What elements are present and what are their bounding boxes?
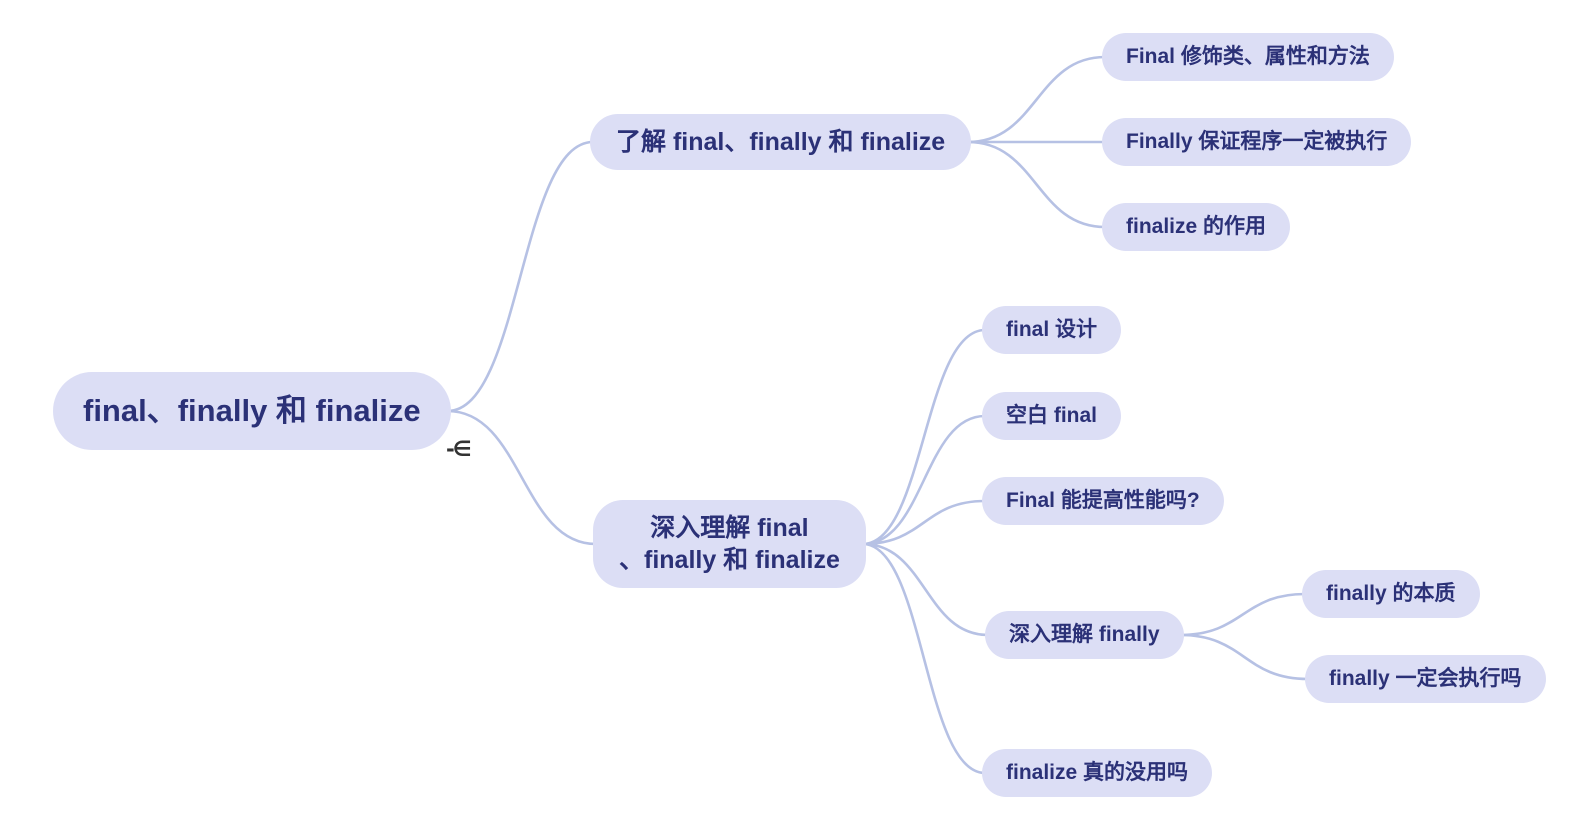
connector: [861, 328, 987, 546]
connector: [966, 140, 1107, 229]
node-finally-essence[interactable]: finally 的本质: [1302, 570, 1480, 618]
node-finalize-really-useless-question[interactable]: finalize 真的没用吗: [982, 749, 1213, 797]
node-branch-deep-understanding[interactable]: 深入理解 final 、finally 和 finalize: [593, 500, 866, 588]
node-label-line: 、finally 和 finalize: [619, 546, 840, 574]
node-final-modifies-class-field-method[interactable]: Final 修饰类、属性和方法: [1102, 33, 1394, 81]
connector: [861, 414, 987, 546]
connector: [446, 140, 595, 413]
connector: [446, 409, 598, 546]
node-root-final-finally-finalize[interactable]: final、finally 和 finalize: [53, 372, 451, 450]
node-finally-always-execute-question[interactable]: finally 一定会执行吗: [1305, 655, 1546, 703]
node-label-line: 深入理解 final: [650, 514, 809, 542]
node-blank-final[interactable]: 空白 final: [982, 392, 1122, 440]
node-finalize-purpose[interactable]: finalize 的作用: [1102, 203, 1291, 251]
connector: [1179, 633, 1310, 681]
node-marker-icon[interactable]: -∈: [446, 437, 472, 461]
connector: [861, 499, 987, 546]
connector: [861, 542, 990, 637]
connector: [861, 542, 987, 775]
connector: [966, 55, 1107, 144]
node-deep-understanding-finally[interactable]: 深入理解 finally: [985, 611, 1184, 659]
node-finally-guarantees-execution[interactable]: Finally 保证程序一定被执行: [1102, 118, 1412, 166]
node-branch-understand-overview[interactable]: 了解 final、finally 和 finalize: [590, 114, 972, 170]
node-final-performance-question[interactable]: Final 能提高性能吗?: [982, 477, 1224, 525]
node-final-design[interactable]: final 设计: [982, 306, 1122, 354]
connector: [1179, 592, 1307, 637]
